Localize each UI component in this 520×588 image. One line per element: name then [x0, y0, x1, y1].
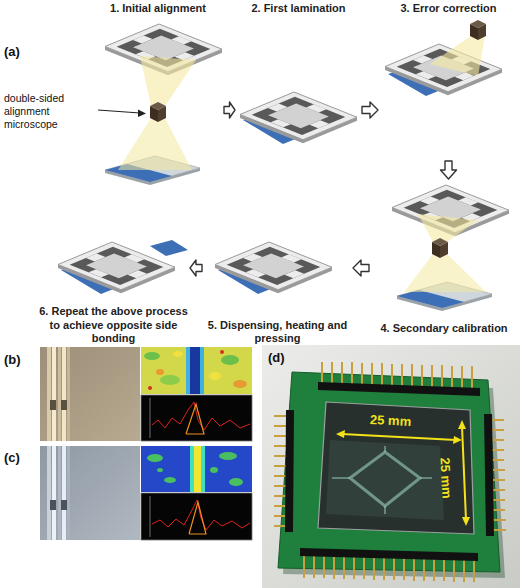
flow-arrow: [224, 102, 235, 118]
step-label: 5. Dispensing, heating and pressing: [203, 319, 352, 345]
process-step: 1. Initial alignment: [93, 2, 223, 160]
panel-letter: (d): [268, 350, 285, 365]
step-label: 6. Repeat the above process to achieve o…: [38, 305, 189, 345]
step4-illustration: [392, 185, 509, 311]
flow-arrow: [190, 260, 202, 276]
panel-letter: (a): [4, 44, 20, 59]
leader-line: [98, 110, 146, 118]
step6-illustration: [58, 240, 188, 294]
process-step: 2. First lamination: [236, 2, 361, 160]
height-map-b: [141, 347, 252, 394]
dimension-label: 25 mm: [437, 457, 454, 499]
profile-chart-c: [141, 493, 252, 540]
chip-photo: [262, 345, 520, 588]
micrograph-c: [40, 446, 140, 540]
process-step: 5. Dispensing, heating and pressing: [203, 235, 352, 345]
callout-label: double-sided alignment microscope: [4, 92, 98, 131]
panel-letter: (c): [4, 450, 20, 465]
step-label: 3. Error correction: [379, 2, 518, 15]
step1-illustration: [105, 24, 222, 185]
micrograph-b: [40, 347, 140, 441]
flow-arrow: [353, 260, 369, 276]
step-label: 4. Secondary calibration: [370, 322, 518, 335]
process-step: 3. Error correction: [379, 2, 518, 160]
step5-illustration: [215, 242, 332, 294]
step-label: 2. First lamination: [236, 2, 361, 15]
step-label: 1. Initial alignment: [93, 2, 223, 15]
process-step: 6. Repeat the above process to achieve o…: [38, 235, 189, 345]
panel-letter: (b): [4, 352, 21, 367]
flow-arrow: [362, 102, 378, 118]
process-step: 4. Secondary calibration: [370, 180, 518, 335]
flow-arrow: [441, 161, 457, 179]
dimension-label: 25 mm: [370, 412, 412, 429]
profile-chart-b: [141, 395, 252, 441]
step2-illustration: [240, 92, 357, 144]
height-map-c: [141, 446, 252, 492]
step3-illustration: [385, 20, 502, 96]
